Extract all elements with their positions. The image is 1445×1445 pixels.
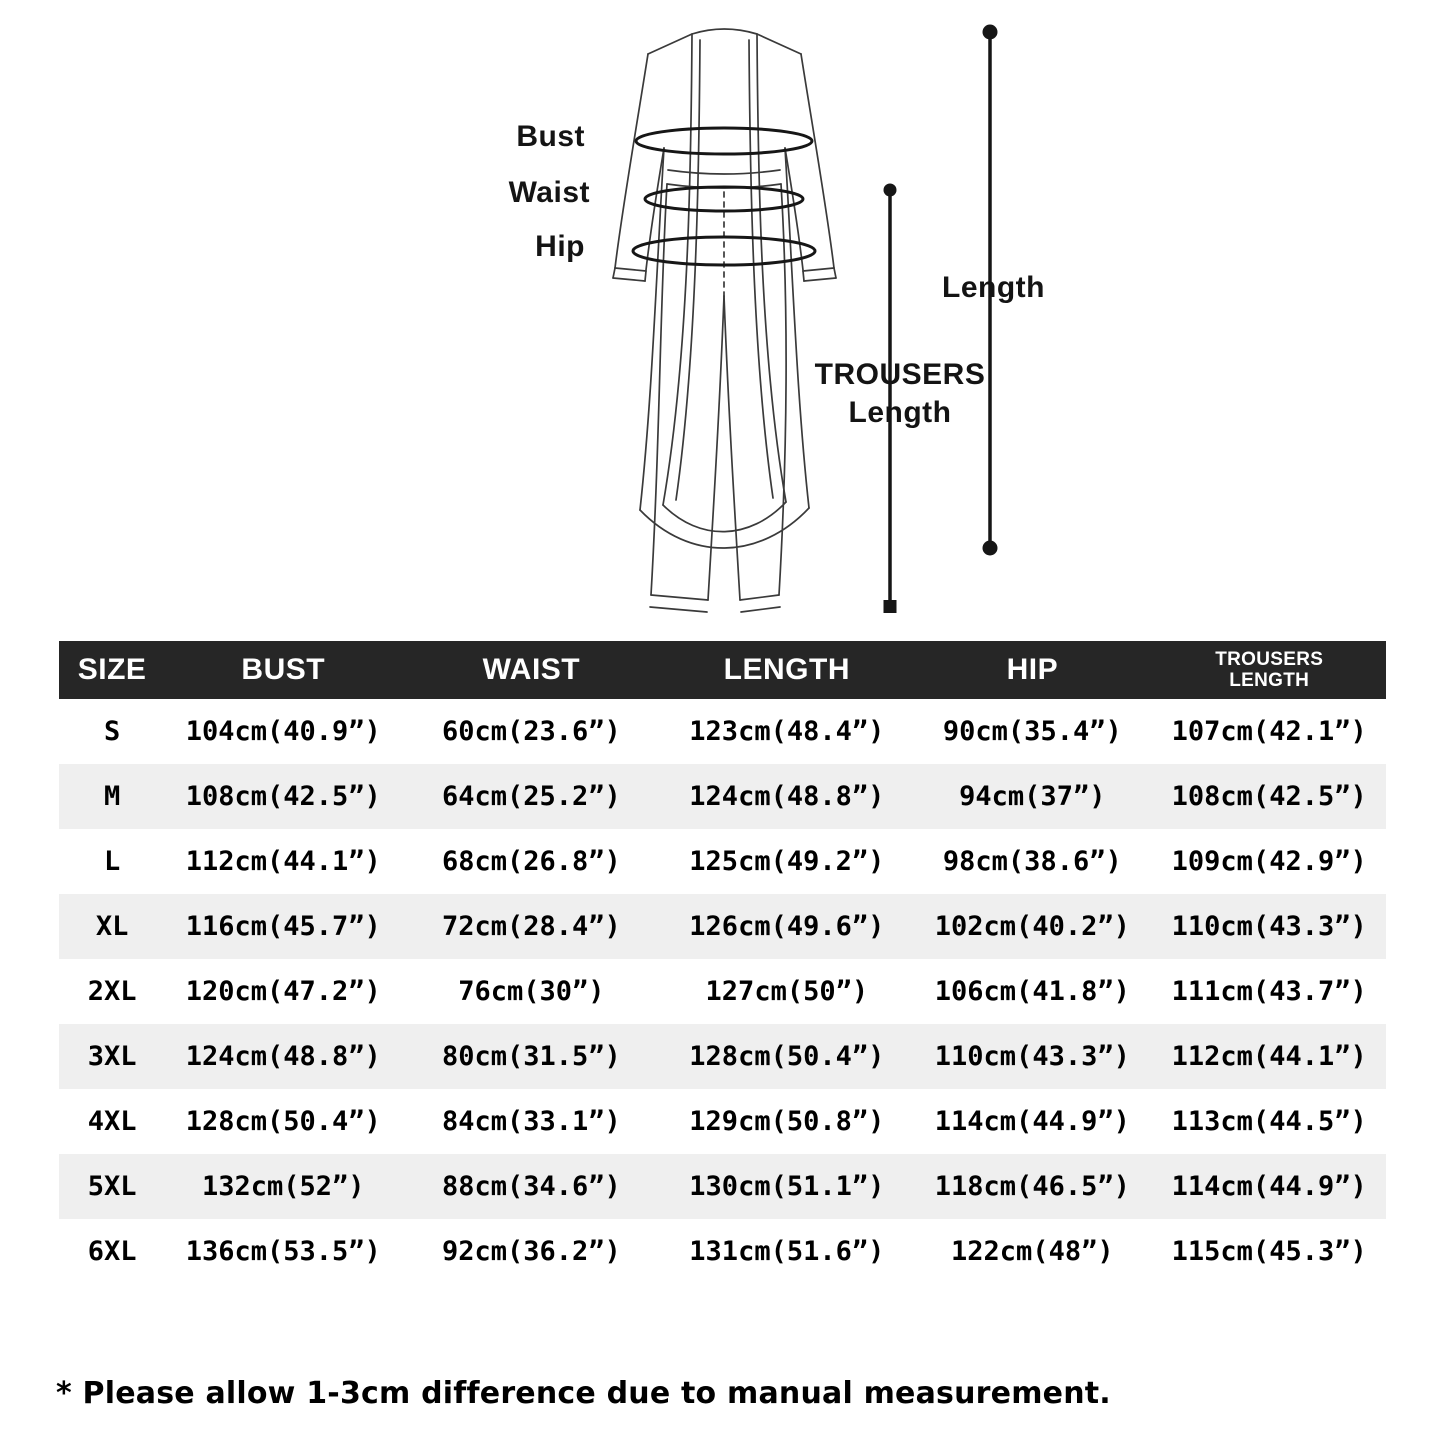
column-header: BUST xyxy=(165,641,402,699)
hip-label: Hip xyxy=(535,230,585,263)
measurement-cell: 124cm(48.8”) xyxy=(185,1041,381,1072)
measurement-cell: 88cm(34.6”) xyxy=(441,1171,621,1202)
waist-label: Waist xyxy=(508,176,590,209)
length-measure-line xyxy=(982,24,998,556)
measurement-cell: 128cm(50.4”) xyxy=(185,1106,381,1137)
size-cell: M xyxy=(103,781,121,812)
measurement-cell: 90cm(35.4”) xyxy=(942,716,1122,747)
size-cell: XL xyxy=(95,911,129,942)
hip-ellipse xyxy=(631,235,817,267)
measurement-cell: 60cm(23.6”) xyxy=(441,716,621,747)
measurement-cell: 114cm(44.9”) xyxy=(934,1106,1130,1137)
measurement-cell: 116cm(45.7”) xyxy=(185,911,381,942)
cardigan-outline xyxy=(612,28,837,549)
trousers-outline xyxy=(649,169,787,613)
measurement-cell: 115cm(45.3”) xyxy=(1171,1236,1367,1267)
trousers-length-label: TROUSERS Length xyxy=(814,358,986,429)
measurement-cell: 72cm(28.4”) xyxy=(441,911,621,942)
garment-diagram: Bust Waist Hip Length TROUSERS Length xyxy=(0,0,1445,635)
measurement-cell: 112cm(44.1”) xyxy=(1171,1041,1367,1072)
table-row: 5XL 132cm(52”) 88cm(34.6”) 130cm(51.1”) 118c… xyxy=(59,1154,1386,1219)
measurement-disclaimer: * Please allow 1-3cm difference due to m… xyxy=(56,1376,1111,1411)
waist-ellipse xyxy=(643,185,805,213)
bust-ellipse xyxy=(634,126,814,156)
measurement-cell: 94cm(37”) xyxy=(959,781,1106,812)
measurement-cell: 104cm(40.9”) xyxy=(185,716,381,747)
measurement-cell: 126cm(49.6”) xyxy=(689,911,885,942)
measurement-cell: 108cm(42.5”) xyxy=(185,781,381,812)
bust-label: Bust xyxy=(516,120,585,153)
size-cell: 4XL xyxy=(87,1106,137,1137)
measurement-cell: 102cm(40.2”) xyxy=(934,911,1130,942)
measurement-cell: 108cm(42.5”) xyxy=(1171,781,1367,812)
measurement-cell: 110cm(43.3”) xyxy=(934,1041,1130,1072)
measurement-cell: 136cm(53.5”) xyxy=(185,1236,381,1267)
table-row: 6XL 136cm(53.5”) 92cm(36.2”) 131cm(51.6”) 12… xyxy=(59,1219,1386,1284)
measurement-cell: 107cm(42.1”) xyxy=(1171,716,1367,747)
garment-sketch xyxy=(612,24,998,613)
measurement-cell: 98cm(38.6”) xyxy=(942,846,1122,877)
column-header: LENGTH xyxy=(661,641,913,699)
size-cell: 3XL xyxy=(87,1041,137,1072)
measurement-cell: 123cm(48.4”) xyxy=(689,716,885,747)
table-row: L 112cm(44.1”) 68cm(26.8”) 125cm(49.2”) 98cm… xyxy=(59,829,1386,894)
measurement-cell: 120cm(47.2”) xyxy=(185,976,381,1007)
measurement-cell: 113cm(44.5”) xyxy=(1171,1106,1367,1137)
table-row: S 104cm(40.9”) 60cm(23.6”) 123cm(48.4”) 90cm… xyxy=(59,699,1386,764)
size-cell: 5XL xyxy=(87,1171,137,1202)
size-cell: S xyxy=(103,716,121,747)
measurement-cell: 76cm(30”) xyxy=(458,976,605,1007)
size-cell: L xyxy=(103,846,121,877)
measurement-cell: 124cm(48.8”) xyxy=(689,781,885,812)
column-header: TROUSERS LENGTH xyxy=(1152,641,1386,699)
measurement-cell: 64cm(25.2”) xyxy=(441,781,621,812)
measurement-cell: 131cm(51.6”) xyxy=(689,1236,885,1267)
trousers-measure-line xyxy=(883,183,897,613)
table-row: 2XL 120cm(47.2”) 76cm(30”) 127cm(50”) 106cm(… xyxy=(59,959,1386,1024)
measurement-cell: 129cm(50.8”) xyxy=(689,1106,885,1137)
measurement-cell: 112cm(44.1”) xyxy=(185,846,381,877)
measurement-cell: 80cm(31.5”) xyxy=(441,1041,621,1072)
measurement-cell: 122cm(48”) xyxy=(951,1236,1114,1267)
measurement-cell: 130cm(51.1”) xyxy=(689,1171,885,1202)
table-row: 3XL 124cm(48.8”) 80cm(31.5”) 128cm(50.4”) 11… xyxy=(59,1024,1386,1089)
length-label: Length xyxy=(942,271,1045,304)
measurement-cell: 84cm(33.1”) xyxy=(441,1106,621,1137)
table-row: M 108cm(42.5”) 64cm(25.2”) 124cm(48.8”) 94cm… xyxy=(59,764,1386,829)
size-cell: 2XL xyxy=(87,976,137,1007)
measurement-cell: 132cm(52”) xyxy=(201,1171,365,1202)
measurement-cell: 110cm(43.3”) xyxy=(1171,911,1367,942)
measurement-cell: 109cm(42.9”) xyxy=(1171,846,1367,877)
table-row: 4XL 128cm(50.4”) 84cm(33.1”) 129cm(50.8”) 11… xyxy=(59,1089,1386,1154)
size-cell: 6XL xyxy=(87,1236,137,1267)
table-body: S 104cm(40.9”) 60cm(23.6”) 123cm(48.4”) 90cm… xyxy=(59,699,1386,1284)
table-row: XL 116cm(45.7”) 72cm(28.4”) 126cm(49.6”) 102… xyxy=(59,894,1386,959)
measurement-cell: 114cm(44.9”) xyxy=(1171,1171,1367,1202)
measurement-ellipses xyxy=(631,126,817,267)
measurement-cell: 92cm(36.2”) xyxy=(441,1236,621,1267)
measurement-cell: 68cm(26.8”) xyxy=(441,846,621,877)
measurement-cell: 125cm(49.2”) xyxy=(689,846,885,877)
column-header: WAIST xyxy=(401,641,662,699)
measurement-cell: 111cm(43.7”) xyxy=(1171,976,1367,1007)
column-header: SIZE xyxy=(59,641,166,699)
measurement-cell: 106cm(41.8”) xyxy=(934,976,1130,1007)
measurement-cell: 127cm(50”) xyxy=(705,976,869,1007)
measurement-cell: 118cm(46.5”) xyxy=(934,1171,1130,1202)
column-header: HIP xyxy=(912,641,1153,699)
measurement-cell: 128cm(50.4”) xyxy=(689,1041,885,1072)
